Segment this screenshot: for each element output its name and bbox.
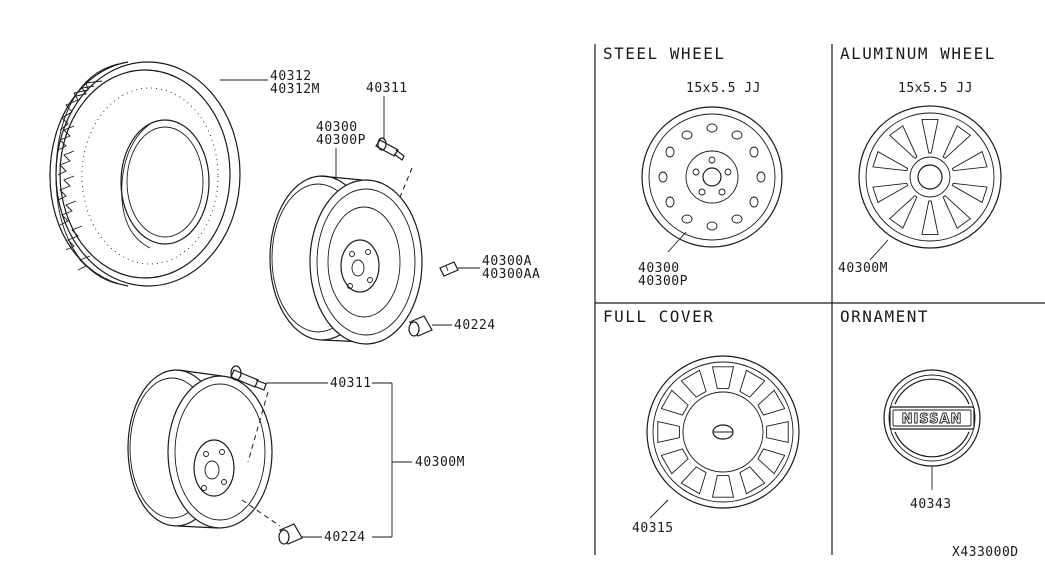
alloy-spoke [951, 150, 988, 172]
ornament-title: ORNAMENT [840, 307, 929, 326]
diagram-id: X433000D [952, 545, 1019, 560]
valve-stem-icon[interactable] [375, 137, 405, 161]
steel-panel-leader [667, 231, 687, 253]
alloy-spoke [921, 200, 939, 235]
cover-panel-part-number: 40315 [632, 521, 674, 536]
cover-slot [660, 448, 689, 475]
wheel-main-part-number-alt: 40300P [316, 133, 366, 148]
valve-top-part-number: 40311 [366, 81, 408, 96]
weight-part-number: 40300A [482, 254, 532, 269]
cover-slot [657, 420, 680, 444]
aluminum-wheel-size: 15x5.5 JJ [898, 81, 973, 96]
ornament-part-number: 40343 [910, 497, 952, 512]
cover-slot [757, 389, 786, 416]
cover-slot [680, 369, 707, 398]
alloy-spoke [942, 195, 972, 229]
steel-panel-part-number-alt: 40300P [638, 274, 688, 289]
aluminum-panel-leader [869, 239, 889, 261]
spare-nut-icon[interactable] [278, 523, 303, 545]
aluminum-wheel-title: ALUMINUM WHEEL [840, 44, 996, 63]
cover-panel-leader [649, 499, 669, 519]
cover-slot [739, 466, 766, 495]
tire-part-number: 40312 [270, 69, 312, 84]
aluminum-wheel-icon[interactable] [858, 105, 1002, 249]
ornament-icon[interactable]: NISSAN [883, 369, 981, 467]
cover-slot [680, 466, 707, 495]
steel-wheel-title: STEEL WHEEL [603, 44, 725, 63]
spare-bracket [372, 382, 412, 538]
cover-slot [739, 369, 766, 398]
steel-wheel-icon[interactable] [641, 106, 783, 248]
alloy-spoke [872, 150, 909, 172]
alloy-spoke [921, 119, 939, 154]
cover-emblem-icon [712, 424, 734, 440]
cover-slot [660, 389, 689, 416]
cover-slot [711, 366, 735, 389]
spare-wheel[interactable] [127, 369, 273, 529]
ornament-brand: NISSAN [902, 412, 963, 427]
panel-grid [594, 44, 1045, 555]
wheel-nut-icon[interactable] [408, 315, 433, 337]
alloy-spoke [888, 195, 918, 229]
nut-main-part-number: 40224 [454, 318, 496, 333]
cover-slot [711, 475, 735, 498]
spare-valve-icon[interactable] [230, 365, 267, 391]
steel-wheel-size: 15x5.5 JJ [686, 81, 761, 96]
cover-slot [766, 420, 789, 444]
spare-nut-dash [241, 499, 281, 527]
alloy-spoke [951, 182, 988, 204]
wheel-main-part-number: 40300 [316, 120, 358, 135]
full-cover-icon[interactable] [646, 355, 800, 509]
alloy-spoke [872, 182, 909, 204]
spare-nut-part-number: 40224 [324, 530, 366, 545]
alloy-spoke [888, 125, 918, 159]
spare-valve-part-number: 40311 [330, 376, 372, 391]
full-cover-title: FULL COVER [603, 307, 714, 326]
steel-wheel-main[interactable] [269, 175, 423, 345]
aluminum-panel-part-number: 40300M [838, 261, 888, 276]
alloy-spoke [942, 125, 972, 159]
steel-panel-part-number: 40300 [638, 261, 680, 276]
tire-part-number-alt: 40312M [270, 82, 320, 97]
cover-slot [757, 448, 786, 475]
weight-part-number-alt: 40300AA [482, 267, 540, 282]
spare-valve-dash [247, 391, 269, 463]
tire[interactable] [49, 61, 241, 287]
spare-wheel-part-number: 40300M [415, 455, 465, 470]
balance-weight-icon[interactable] [439, 261, 459, 277]
